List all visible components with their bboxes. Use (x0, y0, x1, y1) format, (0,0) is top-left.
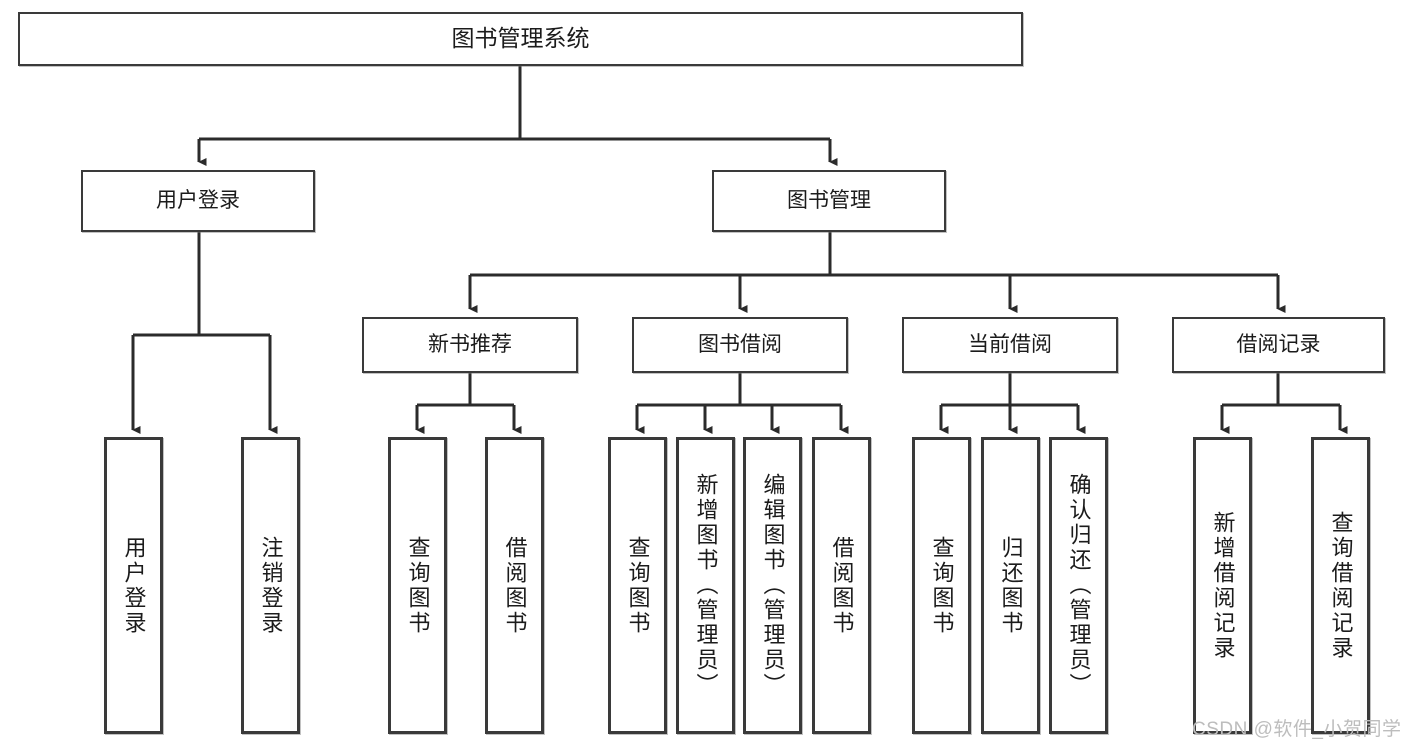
node-user-login[interactable]: 用户登录 (81, 170, 315, 232)
node-root-book-management-system[interactable]: 图书管理系统 (18, 12, 1023, 66)
leaf-user-login-login[interactable]: 用户登录 (104, 437, 163, 734)
node-label: 借阅图书 (502, 535, 528, 636)
leaf-new-book-borrow-book[interactable]: 借阅图书 (485, 437, 544, 734)
node-label: 查询借阅记录 (1328, 510, 1354, 661)
node-label: 查询图书 (405, 535, 431, 636)
leaf-book-borrow-edit-book-admin[interactable]: 编辑图书（管理员） (743, 437, 802, 734)
leaf-book-borrow-query-book[interactable]: 查询图书 (608, 437, 667, 734)
node-label: 编辑图书（管理员） (760, 473, 786, 698)
leaf-book-borrow-borrow-book[interactable]: 借阅图书 (812, 437, 871, 734)
node-label: 图书借阅 (698, 333, 782, 357)
node-borrow-record[interactable]: 借阅记录 (1172, 317, 1385, 373)
leaf-current-borrow-return-book[interactable]: 归还图书 (981, 437, 1040, 734)
node-label: 图书管理 (787, 189, 871, 213)
node-label: 图书管理系统 (451, 25, 590, 52)
node-label: 用户登录 (121, 535, 147, 636)
csdn-watermark: CSDN @软件_小贺同学 (1192, 719, 1402, 740)
leaf-current-borrow-query-book[interactable]: 查询图书 (912, 437, 971, 734)
leaf-book-borrow-add-book-admin[interactable]: 新增图书（管理员） (676, 437, 735, 734)
node-current-borrow[interactable]: 当前借阅 (902, 317, 1118, 373)
node-label: 注销登录 (258, 535, 284, 636)
node-label: 归还图书 (998, 535, 1024, 636)
node-label: 借阅图书 (829, 535, 855, 636)
node-new-book-recommend[interactable]: 新书推荐 (362, 317, 578, 373)
leaf-current-borrow-confirm-return-admin[interactable]: 确认归还（管理员） (1049, 437, 1108, 734)
node-label: 当前借阅 (968, 333, 1052, 357)
node-label: 确认归还（管理员） (1066, 473, 1092, 698)
node-label: 新增图书（管理员） (693, 473, 719, 698)
node-label: 新书推荐 (428, 333, 512, 357)
leaf-user-login-logout[interactable]: 注销登录 (241, 437, 300, 734)
node-label: 用户登录 (156, 189, 240, 213)
node-label: 查询图书 (929, 535, 955, 636)
leaf-borrow-record-query-record[interactable]: 查询借阅记录 (1311, 437, 1370, 734)
node-book-management[interactable]: 图书管理 (712, 170, 946, 232)
leaf-borrow-record-add-record[interactable]: 新增借阅记录 (1193, 437, 1252, 734)
node-label: 新增借阅记录 (1210, 510, 1236, 661)
leaf-new-book-query-book[interactable]: 查询图书 (388, 437, 447, 734)
node-book-borrow[interactable]: 图书借阅 (632, 317, 848, 373)
node-label: 借阅记录 (1236, 333, 1321, 357)
node-label: 查询图书 (625, 535, 651, 636)
